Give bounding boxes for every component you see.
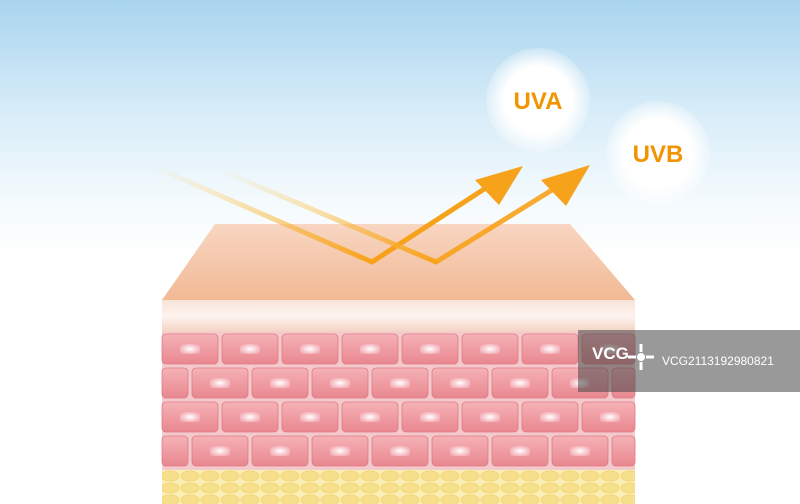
uva-ray [147,162,523,265]
uvb-label: UVB [633,141,684,168]
skin-cell [611,435,636,467]
cell-nucleus [480,344,500,354]
uva-arrowhead [475,166,523,205]
cell-nucleus [570,446,590,456]
cell-nucleus [240,412,260,422]
watermark-logo: VCG [592,344,629,363]
cell-nucleus [210,378,230,388]
cell-nucleus [360,344,380,354]
skin-cell [161,435,189,467]
cell-nucleus [450,378,470,388]
skin-cell [161,367,189,399]
watermark-badge-icon [628,344,654,370]
cell-nucleus [210,446,230,456]
cell-nucleus [390,446,410,456]
watermark-id: VCG21131929808​21 [662,354,774,368]
cell-nucleus [180,412,200,422]
cell-nucleus [420,412,440,422]
cell-nucleus [300,344,320,354]
cell-nucleus [510,378,530,388]
uvb-ray [217,165,590,265]
uvb-arrowhead [541,165,590,206]
cell-nucleus [600,412,620,422]
cell-nucleus [510,446,530,456]
uva-bubble: UVA [486,48,590,152]
cell-nucleus [390,378,410,388]
cell-nucleus [450,446,470,456]
uva-label: UVA [514,88,563,115]
cell-nucleus [540,412,560,422]
watermark: VCG VCG21131929808​21 [578,330,800,392]
skin-surface [162,224,635,300]
cell-nucleus [360,412,380,422]
cell-nucleus [300,412,320,422]
epidermis-layer [162,300,635,332]
cell-nucleus [540,344,560,354]
cell-nucleus [270,378,290,388]
cell-nucleus [180,344,200,354]
cell-nucleus [270,446,290,456]
fat-layer [162,470,635,504]
cell-grid [161,333,636,467]
cell-nucleus [330,446,350,456]
cell-nucleus [240,344,260,354]
cell-nucleus [420,344,440,354]
cell-nucleus [330,378,350,388]
cell-nucleus [480,412,500,422]
uvb-bubble: UVB [606,101,710,205]
